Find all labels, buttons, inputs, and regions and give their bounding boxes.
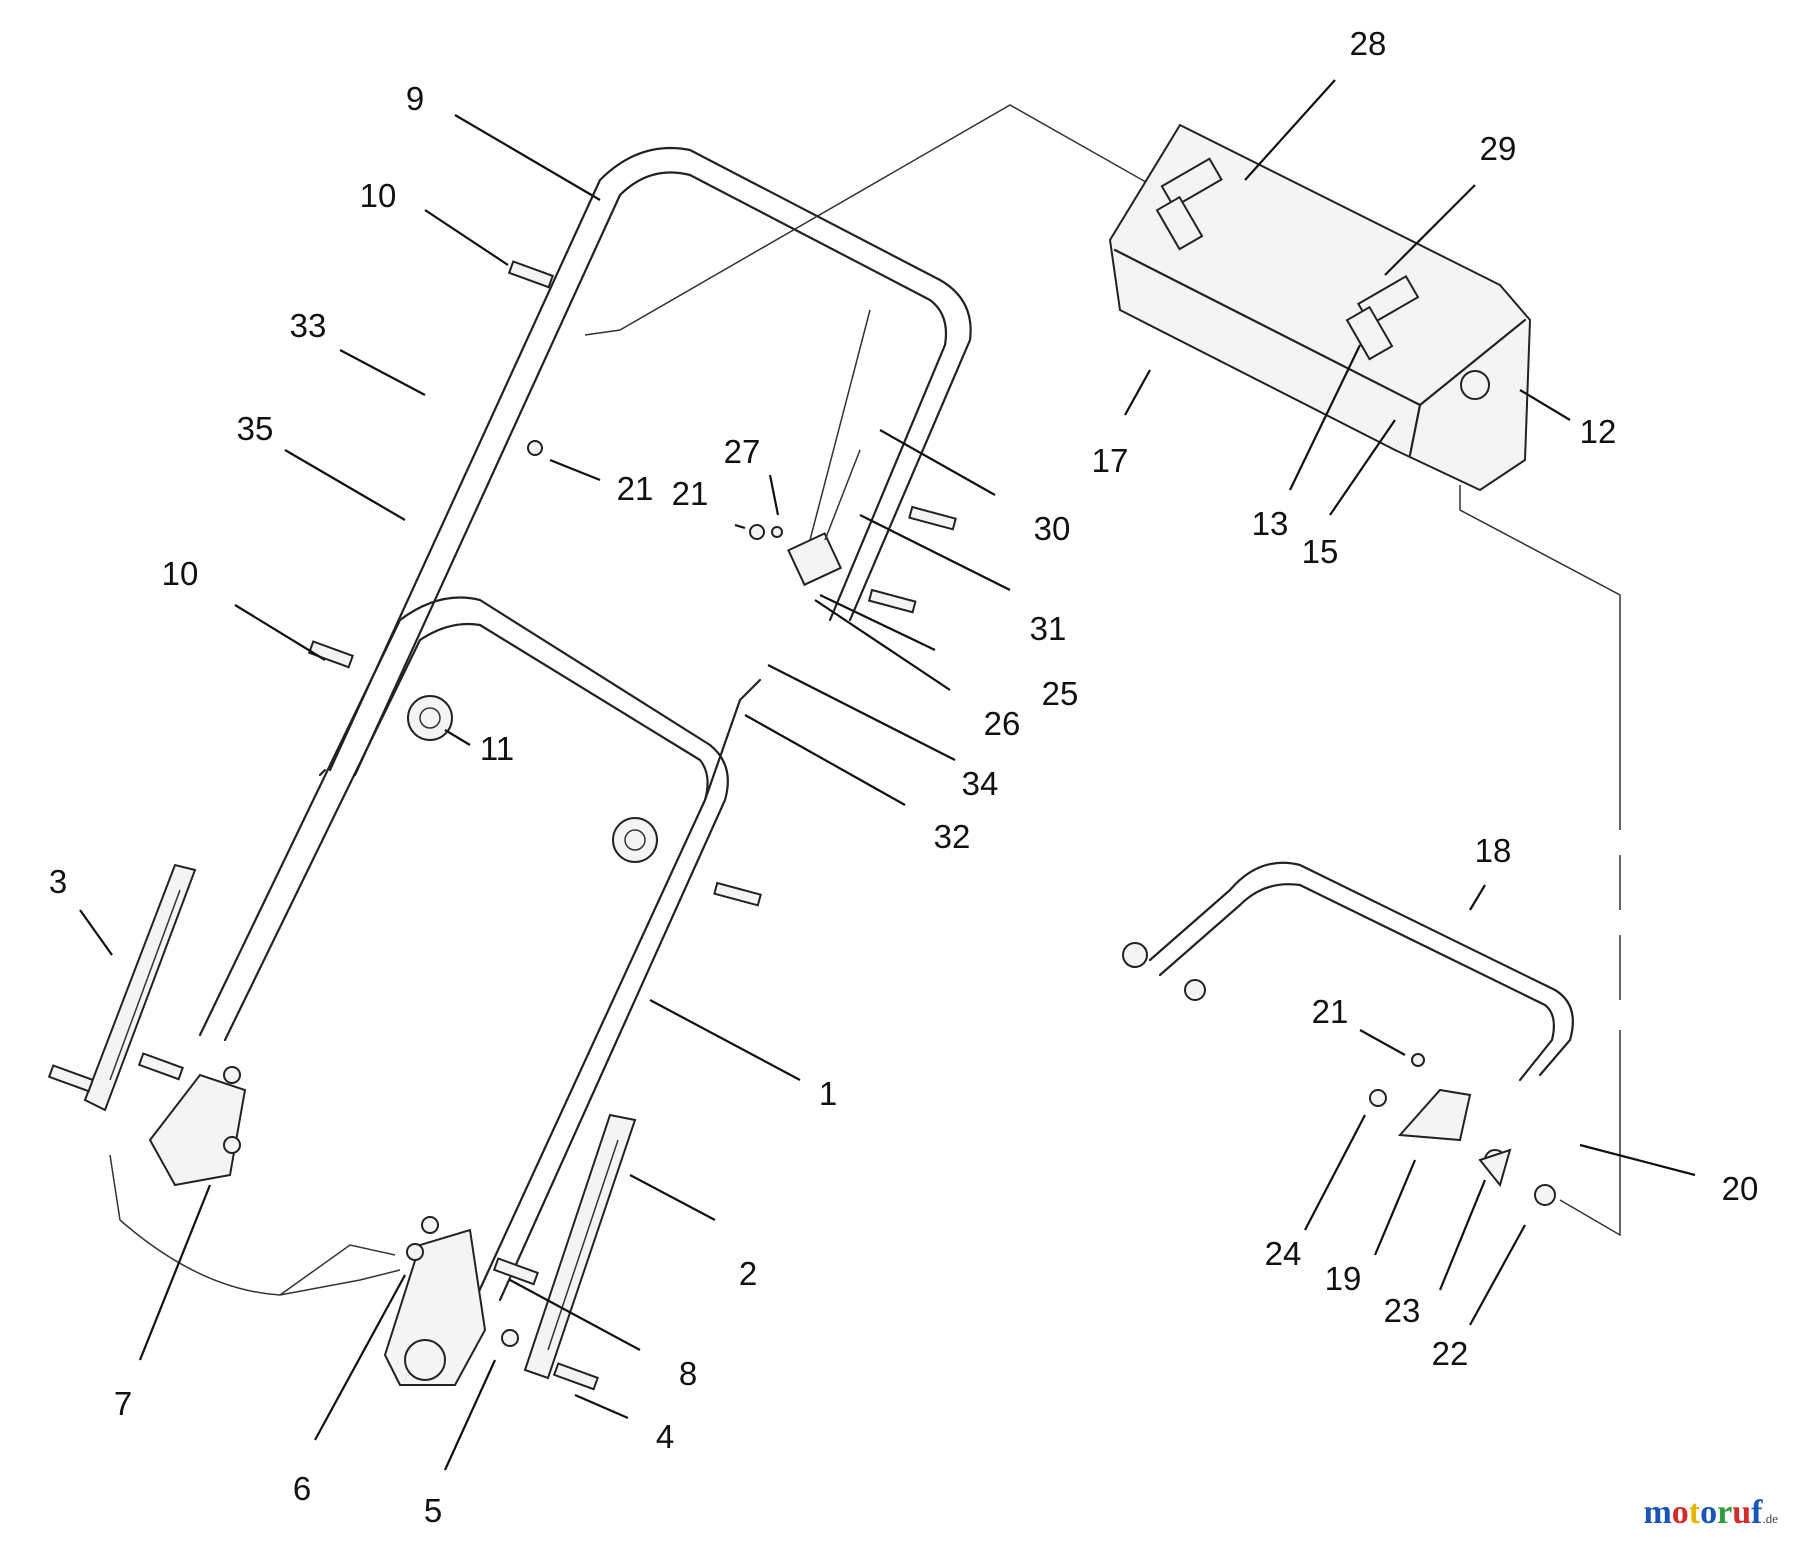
right-bracket	[383, 1228, 487, 1386]
callout-32: 31	[1030, 610, 1067, 647]
callout-7: 7	[114, 1385, 132, 1422]
callout-13: 13	[1252, 505, 1289, 542]
callout-17: 17	[1092, 442, 1129, 479]
callout-29: 28	[1350, 25, 1387, 62]
callout-21: 21	[617, 470, 654, 507]
watermark-letter: m	[1643, 1494, 1672, 1531]
control-box	[1108, 123, 1532, 492]
callout-34: 34	[962, 765, 999, 802]
left-slotted-bar	[83, 863, 197, 1112]
callout-18: 18	[1475, 832, 1512, 869]
callout-35: 35	[237, 410, 274, 447]
knob-lower	[612, 817, 658, 863]
callout-19: 19	[1325, 1260, 1362, 1297]
watermark-tld: .de	[1762, 1511, 1778, 1526]
upper-handle	[318, 146, 972, 777]
watermark-letter: o	[1671, 1494, 1689, 1531]
callout-21: 21	[1312, 993, 1349, 1030]
callout-3: 3	[49, 863, 67, 900]
watermark-letter: f	[1751, 1494, 1763, 1531]
callout-2: 2	[739, 1255, 757, 1292]
callout-11: 11	[480, 730, 514, 767]
callout-33: 32	[934, 818, 971, 855]
watermark-text: motoruf	[1643, 1494, 1762, 1531]
callout-labels: 9 10 33 35 10 21 21 27 30 31 25 26 34 32…	[49, 25, 1759, 1529]
lower-handle	[198, 596, 762, 1302]
callout-6: 6	[293, 1470, 311, 1507]
callout-15: 15	[1302, 533, 1339, 570]
callout-31: 30	[1034, 510, 1071, 547]
callout-21: 21	[672, 475, 709, 512]
watermark-letter: r	[1717, 1494, 1733, 1531]
callout-8: 8	[679, 1355, 697, 1392]
cable-clamp	[787, 309, 871, 587]
callout-25: 25	[1042, 675, 1079, 712]
watermark-letter: u	[1732, 1494, 1752, 1531]
assembly-line-right	[1459, 485, 1621, 1237]
callout-10: 10	[162, 555, 199, 592]
watermark-letter: o	[1700, 1494, 1718, 1531]
assembly-line-upper	[584, 104, 1161, 336]
bail-bar	[1122, 861, 1574, 1082]
callout-20: 20	[1722, 1170, 1759, 1207]
callout-22: 22	[1432, 1335, 1469, 1372]
left-bracket	[148, 1073, 247, 1187]
callout-10: 10	[360, 177, 397, 214]
watermark-logo: motoruf.de	[1643, 1494, 1778, 1532]
callout-23: 23	[1384, 1292, 1421, 1329]
callout-5: 5	[424, 1492, 442, 1529]
callout-4: 4	[656, 1418, 674, 1455]
callout-24: 24	[1265, 1235, 1302, 1272]
callout-27: 27	[724, 433, 761, 470]
callout-30: 29	[1480, 130, 1517, 167]
callout-1: 1	[819, 1075, 837, 1112]
callout-28: 33	[290, 307, 327, 344]
callout-9: 9	[406, 80, 424, 117]
watermark-letter: t	[1688, 1494, 1701, 1531]
deck-outline	[109, 1154, 401, 1296]
hardware	[47, 260, 1556, 1391]
callout-12: 12	[1580, 413, 1617, 450]
callout-26: 26	[984, 705, 1021, 742]
leader-lines	[79, 79, 1696, 1471]
knob-upper	[407, 695, 453, 741]
right-slotted-bar	[523, 1113, 637, 1380]
